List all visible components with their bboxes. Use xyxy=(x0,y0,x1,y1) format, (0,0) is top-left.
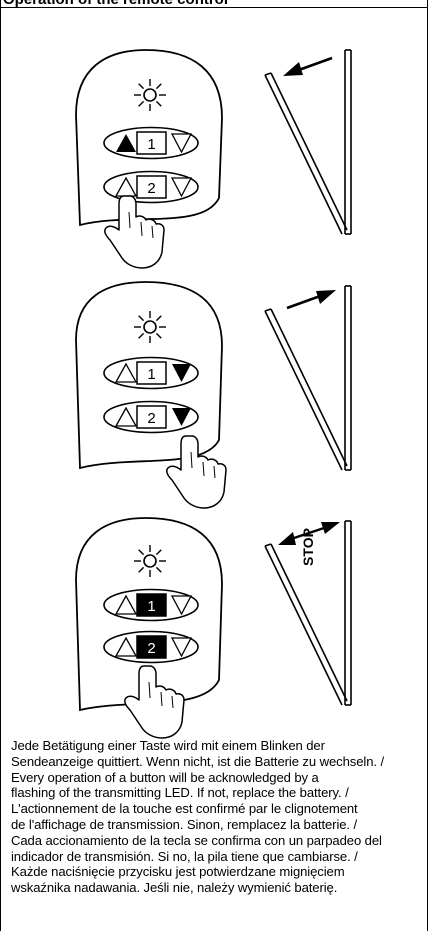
figure-stop xyxy=(75,517,352,739)
down-arrow-active-icon xyxy=(172,364,191,382)
double-arrow-icon xyxy=(278,522,340,545)
description-text: Jede Betätigung einer Taste wird mit ein… xyxy=(11,738,421,896)
down-arrow-icon xyxy=(170,133,193,154)
up-arrow-active-icon xyxy=(116,134,136,152)
stop-button-pressed xyxy=(136,635,167,659)
description-line: Every operation of a button will be ackn… xyxy=(11,769,319,785)
section-heading: Operation of the remote control xyxy=(3,0,228,7)
remote-button-row-1[interactable] xyxy=(103,126,199,160)
up-arrow-icon xyxy=(114,636,138,657)
description-line: Sendeanzeige quittiert. Wenn nicht, ist … xyxy=(11,753,384,769)
description-line: de l'affichage de transmission. Sinon, r… xyxy=(11,816,358,832)
button-2-label: 2 xyxy=(147,640,155,657)
up-arrow-icon xyxy=(114,406,138,427)
button-1-label: 1 xyxy=(147,366,155,383)
down-arrow-icon xyxy=(170,177,193,198)
description-line: indicador de transmisión. Si no, la pila… xyxy=(11,848,358,864)
stop-button-active xyxy=(136,593,167,617)
remote-button-row-1[interactable] xyxy=(103,356,199,390)
description-line: Każde naciśnięcie przycisku jest potwier… xyxy=(11,864,345,880)
remote-button-row-2[interactable] xyxy=(103,630,199,664)
button-2-label: 2 xyxy=(147,180,155,197)
stop-label: STOP xyxy=(300,528,316,566)
remote-button-row-1[interactable] xyxy=(103,588,199,622)
button-1-label: 1 xyxy=(147,598,155,615)
description-line: flashing of the transmitting LED. If not… xyxy=(11,785,349,801)
description-line: Jede Betätigung einer Taste wird mit ein… xyxy=(11,738,325,753)
window-sash-icon xyxy=(264,49,352,235)
remote-button-row-2[interactable] xyxy=(103,170,199,204)
figure-up xyxy=(75,49,352,269)
arrow-left-icon xyxy=(283,56,333,76)
arrow-right-icon xyxy=(286,290,336,310)
down-arrow-icon xyxy=(170,637,193,658)
window-sash-icon xyxy=(264,285,352,471)
heading-strip: Operation of the remote control xyxy=(0,0,428,8)
description-line: L'actionnement de la touche est confirmé… xyxy=(11,801,358,817)
button-1-label: 1 xyxy=(147,136,155,153)
remote-button-row-2[interactable] xyxy=(103,400,199,434)
down-arrow-pressed-icon xyxy=(172,408,191,426)
figure-down xyxy=(75,281,352,509)
description-line: wskaźnika nadawania. Jeśli nie, należy w… xyxy=(11,880,338,896)
button-2-label: 2 xyxy=(147,410,155,427)
up-arrow-icon xyxy=(114,362,138,383)
description-line: Cada accionamiento de la tecla se confir… xyxy=(11,832,382,848)
down-arrow-icon xyxy=(170,595,193,616)
up-arrow-icon xyxy=(114,594,138,615)
